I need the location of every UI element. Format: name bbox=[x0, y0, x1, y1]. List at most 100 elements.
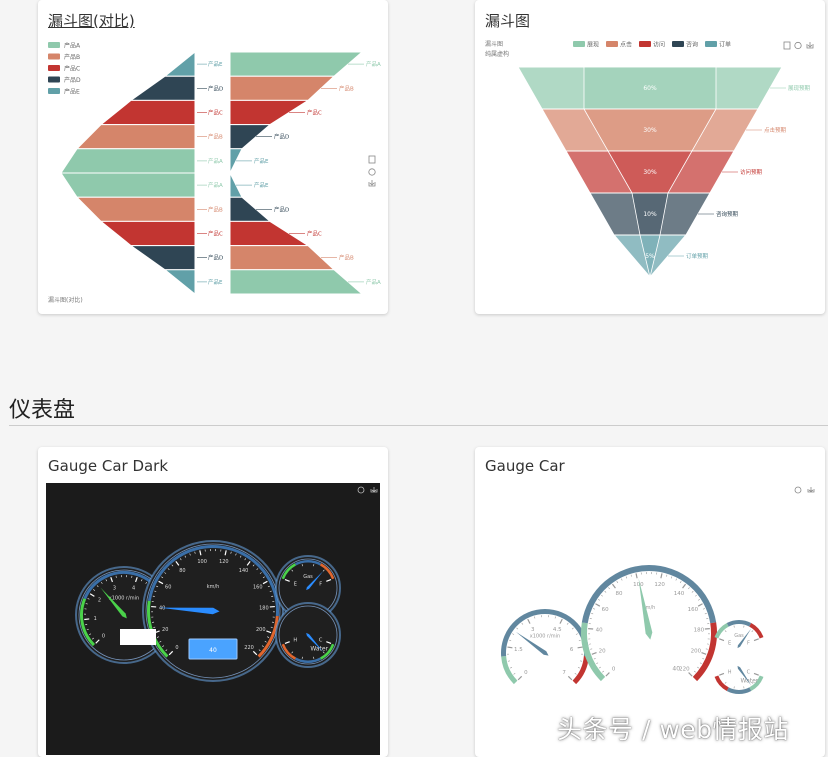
gauge-car-dark-card: Gauge Car Dark 01234567x1000 r/min020406… bbox=[38, 447, 388, 757]
funnel-outer-label: 展现预期 bbox=[788, 84, 811, 92]
gauge-unit-label: Gas bbox=[734, 633, 744, 639]
gauge-tick-label: 2 bbox=[98, 598, 101, 604]
gauge-tick-label: 0 bbox=[524, 670, 528, 676]
gauge-tick-label: 1 bbox=[94, 616, 97, 622]
funnel-right-label: 产品A bbox=[366, 278, 381, 286]
data-view-icon[interactable] bbox=[369, 156, 375, 163]
download-icon[interactable] bbox=[369, 180, 375, 186]
funnel-left-label: 产品E bbox=[208, 278, 223, 286]
legend-label[interactable]: 咨询 bbox=[686, 41, 698, 49]
funnel-left-segment[interactable] bbox=[165, 52, 195, 76]
funnel-left-segment[interactable] bbox=[101, 100, 195, 124]
legend-label[interactable]: 访问 bbox=[653, 41, 665, 49]
gauge-tick-label: 160 bbox=[688, 607, 699, 613]
legend-swatch[interactable] bbox=[48, 42, 60, 48]
gauge-tick-label: 120 bbox=[654, 582, 665, 588]
funnel-left-segment[interactable] bbox=[131, 76, 195, 100]
funnel-chart: 漏斗图 纯属虚构 展现点击访问咨询订单 60%展现预期30%点击预期30%访问预… bbox=[475, 0, 825, 314]
funnel-outer-label: 点击预期 bbox=[764, 126, 787, 134]
gauge-tick-label: 0 bbox=[175, 645, 178, 651]
funnel-inner-label: 60% bbox=[643, 85, 657, 92]
legend-swatch[interactable] bbox=[705, 41, 717, 47]
gauge-tick-label: 20 bbox=[162, 627, 168, 633]
restore-icon[interactable] bbox=[369, 169, 375, 175]
legend-swatch[interactable] bbox=[48, 88, 60, 94]
funnel-outer-label: 订单预期 bbox=[686, 252, 709, 260]
legend-swatch[interactable] bbox=[48, 54, 60, 60]
funnel-left-segment[interactable] bbox=[165, 270, 195, 294]
gauge-tick-label: 220 bbox=[244, 645, 254, 651]
dark-rpm-value-box bbox=[120, 629, 156, 645]
funnel-left-segment[interactable] bbox=[101, 221, 195, 245]
restore-icon[interactable] bbox=[795, 42, 801, 48]
gauge-tick-label: 4.5 bbox=[553, 627, 562, 633]
legend-label[interactable]: 产品D bbox=[64, 76, 81, 84]
gauge-unit-label: Gas bbox=[303, 574, 313, 580]
legend-label[interactable]: 展现 bbox=[587, 42, 599, 49]
funnel-left-label: 产品C bbox=[208, 109, 223, 117]
gauge-tick-label: 40 bbox=[596, 627, 603, 633]
funnel-inner-label: 5% bbox=[645, 253, 655, 260]
legend-swatch[interactable] bbox=[48, 77, 60, 83]
gauge-tick-label: 80 bbox=[616, 591, 623, 597]
funnel-right-segment[interactable] bbox=[230, 270, 362, 294]
legend-swatch[interactable] bbox=[639, 41, 651, 47]
gauge-unit-label: x1000 r/min bbox=[109, 596, 139, 602]
legend-label[interactable]: 产品E bbox=[64, 88, 80, 96]
data-view-icon[interactable] bbox=[784, 42, 790, 49]
legend-label[interactable]: 订单 bbox=[719, 41, 731, 49]
legend-swatch[interactable] bbox=[672, 41, 684, 47]
funnel-left-segment[interactable] bbox=[61, 149, 195, 173]
gauge-tick-label: 140 bbox=[674, 591, 685, 597]
gauge-value-label: Water bbox=[310, 645, 328, 652]
section-divider bbox=[9, 425, 828, 426]
funnel-left-segment[interactable] bbox=[131, 246, 195, 270]
gauge-tick-label: H bbox=[728, 669, 732, 675]
funnel-outer-label: 咨询预期 bbox=[716, 210, 739, 218]
gauge-tick-label: 200 bbox=[691, 648, 702, 654]
gauge-tick-label: 180 bbox=[694, 627, 705, 633]
gauge-tick-label: E bbox=[728, 641, 731, 647]
gauge-tick-label: 20 bbox=[599, 648, 606, 654]
funnel-inner-label: 30% bbox=[643, 127, 657, 134]
funnel-left-segment[interactable] bbox=[77, 197, 195, 221]
watermark-text: 头条号 / web情报站 bbox=[557, 710, 789, 746]
gauge-tick-label: 100 bbox=[633, 582, 644, 588]
legend-label[interactable]: 点击 bbox=[620, 41, 632, 49]
funnel-left-label: 产品D bbox=[208, 84, 223, 92]
restore-icon[interactable] bbox=[795, 487, 801, 493]
legend-label[interactable]: 产品A bbox=[64, 42, 81, 50]
gauge-tick-label: 120 bbox=[219, 559, 229, 565]
funnel-chart-title: 漏斗图 bbox=[485, 40, 503, 48]
download-icon[interactable] bbox=[807, 42, 813, 48]
funnel-left-label: 产品A bbox=[208, 157, 223, 165]
funnel-right-segment[interactable] bbox=[230, 246, 334, 270]
gauge-tick-label: E bbox=[294, 581, 297, 587]
legend-swatch[interactable] bbox=[48, 65, 60, 71]
funnel-left-segment[interactable] bbox=[77, 125, 195, 149]
funnel-right-segment[interactable] bbox=[230, 76, 334, 100]
funnel-left-segment[interactable] bbox=[61, 173, 195, 197]
gauge-tick-label: F bbox=[747, 641, 750, 647]
funnel-compare-toolbox[interactable] bbox=[369, 156, 375, 186]
legend-label[interactable]: 产品B bbox=[64, 53, 80, 61]
funnel-right-segment[interactable] bbox=[230, 52, 362, 76]
legend-label[interactable]: 产品C bbox=[64, 65, 80, 73]
gauge-tick-label: 60 bbox=[165, 585, 171, 591]
gauge-tick-label: 100 bbox=[197, 559, 207, 565]
legend-swatch[interactable] bbox=[573, 41, 585, 47]
gauge-tick-label: 7 bbox=[562, 670, 566, 676]
download-icon[interactable] bbox=[808, 487, 814, 492]
funnel-inner-label: 10% bbox=[643, 211, 657, 218]
legend-swatch[interactable] bbox=[606, 41, 618, 47]
dark-digital-readout-text: 40 bbox=[209, 647, 217, 654]
funnel-toolbox[interactable] bbox=[784, 42, 813, 49]
gauge-tick-label: 3 bbox=[113, 586, 116, 592]
